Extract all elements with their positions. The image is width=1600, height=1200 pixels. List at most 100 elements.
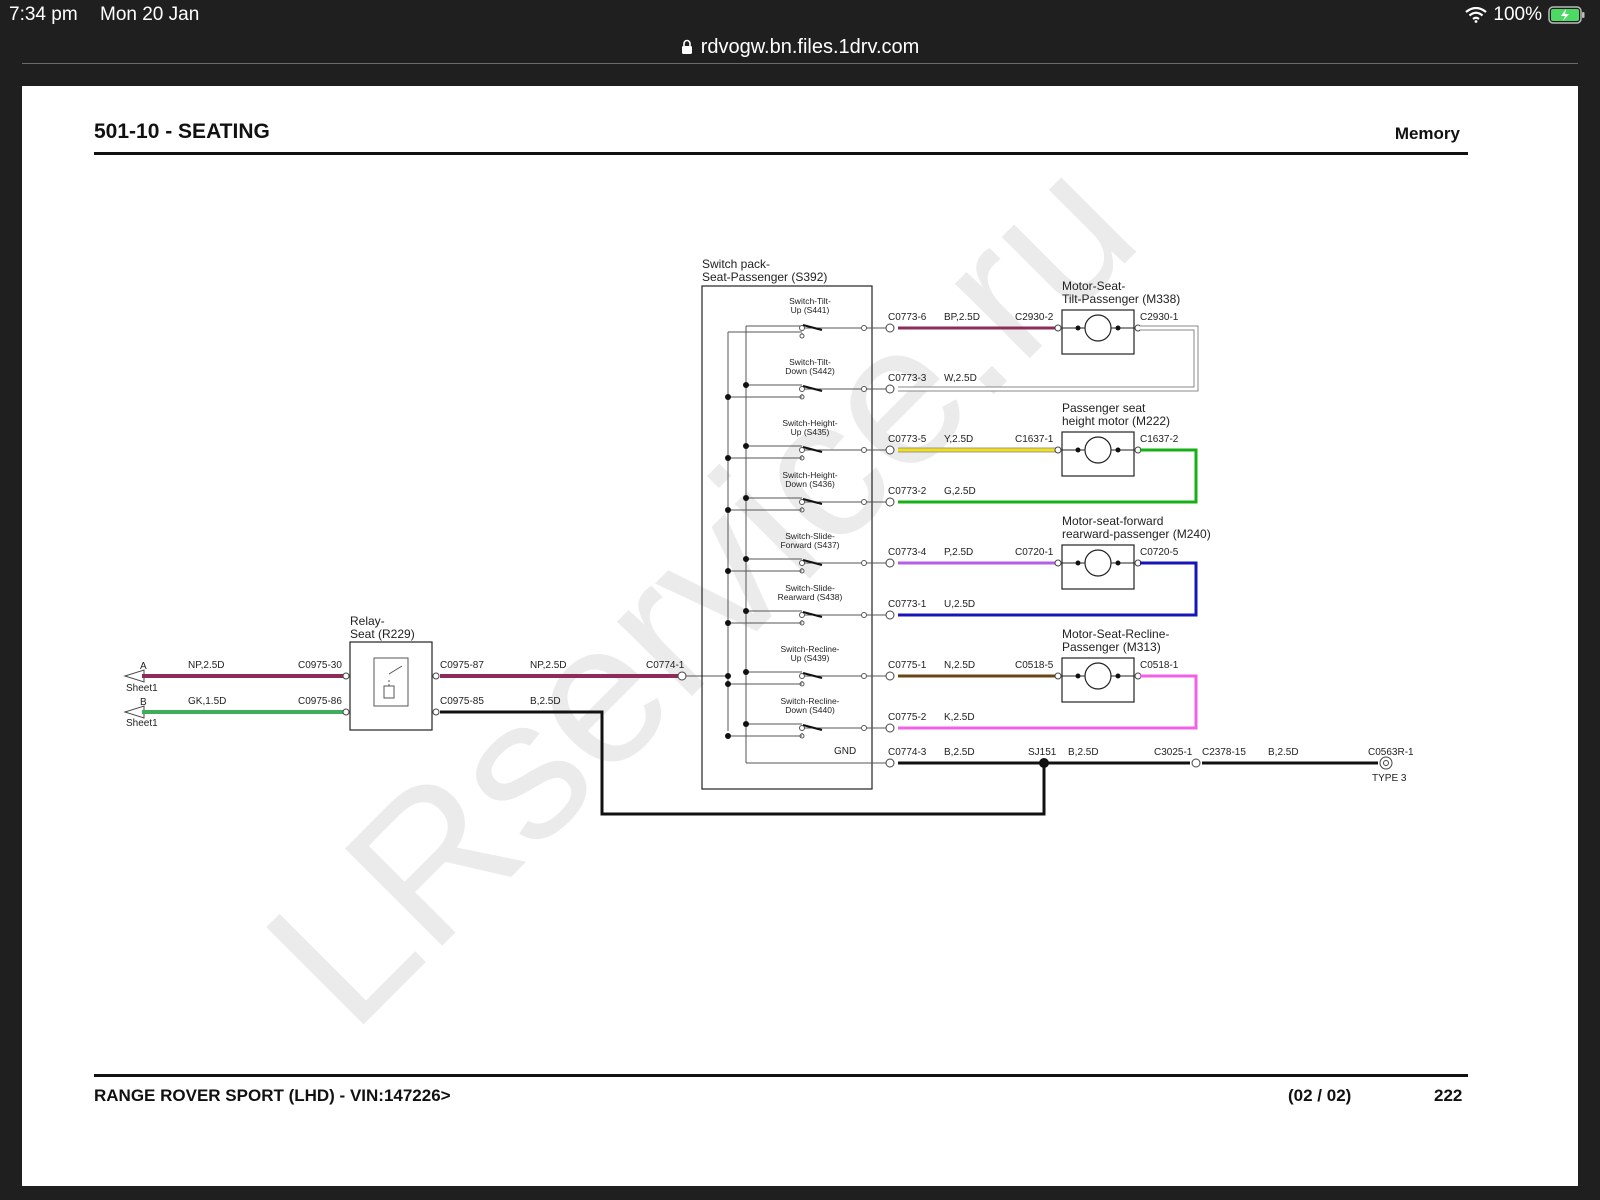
switch-7-label-2: Down (S440) <box>785 705 835 715</box>
switch-3-label-2: Down (S436) <box>785 479 835 489</box>
wifi-icon <box>1465 7 1488 23</box>
header-rule <box>94 152 1468 155</box>
output-3-conn: C0773-2 <box>888 486 927 497</box>
relay-out1-wire: NP,2.5D <box>530 660 567 671</box>
switch-1-label-2: Down (S442) <box>785 366 835 376</box>
motor-2-name-2: rearward-passenger (M240) <box>1062 527 1211 541</box>
ground-wire-2: B,2.5D <box>1068 747 1099 758</box>
switch-pack-name-2: Seat-Passenger (S392) <box>702 270 827 284</box>
switch-6: Switch-Recline-Up (S439) <box>725 644 886 687</box>
motor-2-right-conn: C0720-5 <box>1140 547 1179 558</box>
switch-2-label-2: Up (S435) <box>791 427 830 437</box>
switch-5: Switch-Slide-Rearward (S438) <box>725 583 886 626</box>
motor-3-name-1: Motor-Seat-Recline- <box>1062 627 1169 641</box>
switch-3-label-1: Switch-Height- <box>782 470 837 480</box>
relay-out2-wire: B,2.5D <box>530 696 561 707</box>
motor-0-name-1: Motor-Seat- <box>1062 279 1125 293</box>
ground-splice: SJ151 <box>1028 747 1057 758</box>
url-divider <box>22 63 1578 64</box>
motor-0: Motor-Seat-Tilt-Passenger (M338) C2930-1 <box>1061 279 1180 355</box>
tilt-return-loop <box>898 325 1199 392</box>
output-5-conn: C0773-1 <box>888 599 927 610</box>
relay-output-1: C0975-87 NP,2.5D C0774-1 <box>440 660 728 681</box>
output-0-far-conn: C2930-2 <box>1015 312 1054 323</box>
motor-3-right-conn: C0518-1 <box>1140 660 1179 671</box>
input-a-wire: NP,2.5D <box>188 660 225 671</box>
switch-pack-input-conn: C0774-1 <box>646 660 685 671</box>
switch-2-label-1: Switch-Height- <box>782 418 837 428</box>
output-6-wire: N,2.5D <box>944 660 975 671</box>
input-a-conn: C0975-30 <box>298 660 342 671</box>
switch-1: Switch-Tilt-Down (S442) <box>725 357 886 400</box>
footer-page-number: 222 <box>1434 1086 1463 1105</box>
status-time: 7:34 pm <box>9 4 78 25</box>
ground-conn-2: C2378-15 <box>1202 747 1246 758</box>
input-b-pin: B <box>140 697 147 708</box>
output-7-wire: K,2.5D <box>944 712 975 723</box>
switch-5-label-2: Rearward (S438) <box>778 592 843 602</box>
ground-wire-1: B,2.5D <box>944 747 975 758</box>
switch-0-label-1: Switch-Tilt- <box>789 296 831 306</box>
url-bar[interactable]: rdvogw.bn.files.1drv.com <box>0 30 1600 64</box>
output-4-conn: C0773-4 <box>888 547 927 558</box>
footer-pages: (02 / 02) <box>1288 1086 1352 1105</box>
ground-wire-3: B,2.5D <box>1268 747 1299 758</box>
section-subtitle: Memory <box>1394 124 1460 143</box>
switch-0: Switch-Tilt-Up (S441) <box>789 296 886 339</box>
motor-1-right-conn: C1637-2 <box>1140 434 1179 445</box>
relay-out2-conn: C0975-85 <box>440 696 484 707</box>
input-b: B Sheet1 GK,1.5D C0975-86 <box>123 696 350 729</box>
ground-conn-1: C3025-1 <box>1154 747 1193 758</box>
switch-pack-name-1: Switch pack- <box>702 257 770 271</box>
battery-charging-icon <box>1548 6 1585 24</box>
lock-icon <box>681 39 692 54</box>
switch-4-label-1: Switch-Slide- <box>785 531 835 541</box>
switch-5-label-1: Switch-Slide- <box>785 583 835 593</box>
switch-2: Switch-Height-Up (S435) <box>725 418 886 461</box>
input-a-sheet: Sheet1 <box>126 683 158 694</box>
output-1-conn: C0773-3 <box>888 373 927 384</box>
output-7-conn: C0775-2 <box>888 712 927 723</box>
motors: Motor-Seat-Tilt-Passenger (M338) C2930-1P… <box>1061 279 1211 703</box>
switch-6-label-2: Up (S439) <box>791 653 830 663</box>
output-0-conn: C0773-6 <box>888 312 927 323</box>
motor-1-name-2: height motor (M222) <box>1062 414 1170 428</box>
footer-vehicle: RANGE ROVER SPORT (LHD) - VIN:147226> <box>94 1086 451 1105</box>
relay-out1-conn: C0975-87 <box>440 660 484 671</box>
slide-return-loop <box>898 561 1198 617</box>
motor-3-name-2: Passenger (M313) <box>1062 640 1161 654</box>
motor-0-name-2: Tilt-Passenger (M338) <box>1062 292 1180 306</box>
relay-name-2: Seat (R229) <box>350 627 415 641</box>
ground-type: TYPE 3 <box>1372 773 1407 784</box>
switch-0-label-2: Up (S441) <box>791 305 830 315</box>
switch-4: Switch-Slide-Forward (S437) <box>725 531 886 574</box>
output-6-far-conn: C0518-5 <box>1015 660 1054 671</box>
output-2: C0773-5 Y,2.5D C1637-1 <box>885 434 1062 455</box>
output-4-wire: P,2.5D <box>944 547 973 558</box>
recline-return-loop <box>898 674 1198 730</box>
switch-7: Switch-Recline-Down (S440) <box>725 696 886 739</box>
height-return-loop <box>898 448 1198 504</box>
ground-circuit: C0774-3 B,2.5D SJ151 B,2.5D C3025-1 C237… <box>885 747 1414 784</box>
status-date: Mon 20 Jan <box>100 4 200 25</box>
output-3-wire: G,2.5D <box>944 486 976 497</box>
output-6-conn: C0775-1 <box>888 660 927 671</box>
motor-0-right-conn: C2930-1 <box>1140 312 1179 323</box>
input-b-sheet: Sheet1 <box>126 718 158 729</box>
switch-4-label-2: Forward (S437) <box>780 540 839 550</box>
input-b-wire: GK,1.5D <box>188 696 226 707</box>
switch-6-label-1: Switch-Recline- <box>780 644 839 654</box>
output-2-wire: Y,2.5D <box>944 434 973 445</box>
output-5-wire: U,2.5D <box>944 599 975 610</box>
motor-2-name-1: Motor-seat-forward <box>1062 514 1163 528</box>
switch-1-label-1: Switch-Tilt- <box>789 357 831 367</box>
switch-3: Switch-Height-Down (S436) <box>725 470 886 513</box>
document-page: 501-10 - SEATING Memory RANGE ROVER SPOR… <box>22 86 1578 1186</box>
input-b-conn: C0975-86 <box>298 696 342 707</box>
output-2-conn: C0773-5 <box>888 434 927 445</box>
output-2-far-conn: C1637-1 <box>1015 434 1054 445</box>
